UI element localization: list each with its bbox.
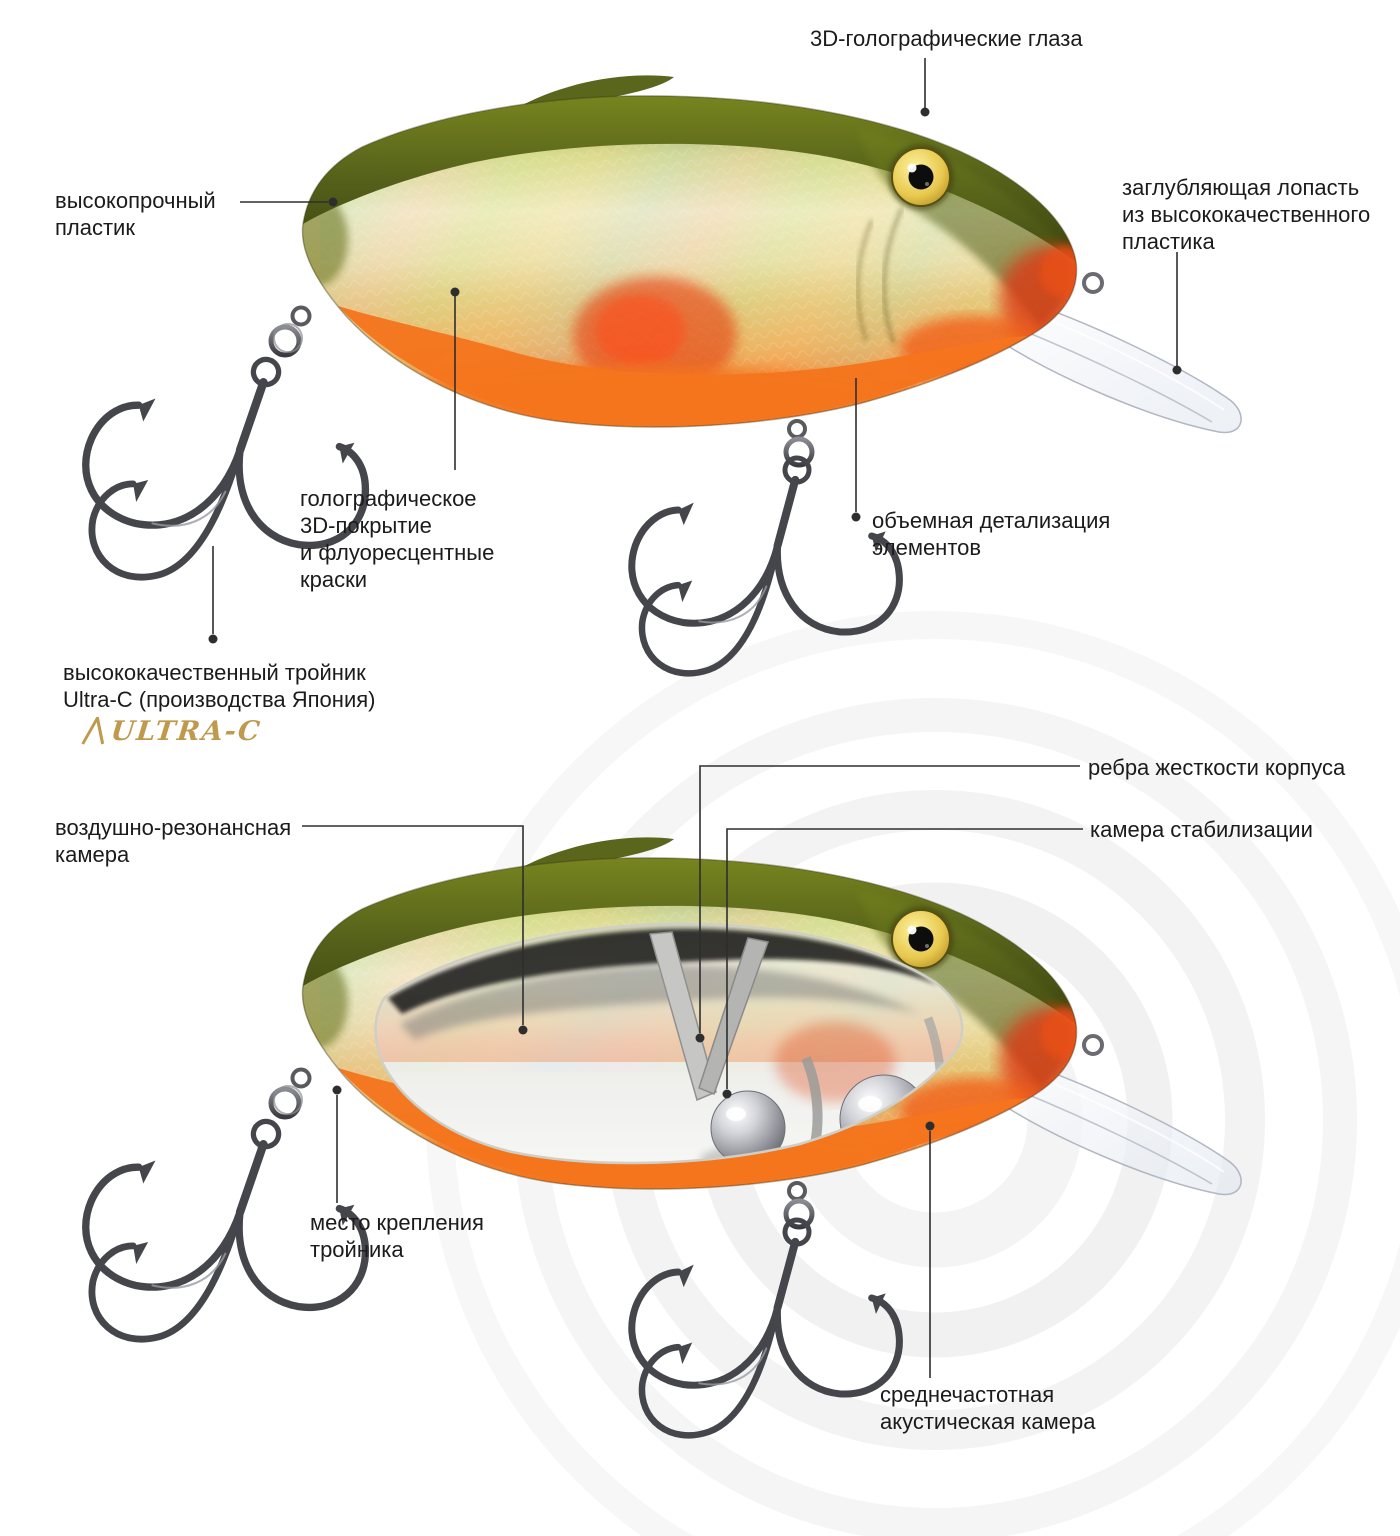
label-air-resonance-chamber: воздушно-резонансная камера [55,815,292,867]
lure-cutaway-view [60,837,1241,1469]
leader-treble-mount [332,1085,342,1203]
ultra-c-logo-text: ULTRA-C [109,716,264,747]
ultra-c-logo-mark [81,717,105,745]
label-durable-plastic: высокопрочный пластик [55,188,216,240]
leader-holo-coating [450,287,460,470]
ultra-c-logo: ULTRA-C [80,716,263,747]
leader-body-ribs [695,765,1080,1043]
label-volumetric-detailing: объемная детализация элементов [872,508,1111,560]
leader-stabilization-chamber [722,828,1083,1099]
leader-durable-plastic [240,197,338,207]
label-quality-treble: высококачественный тройник Ultra-C (прои… [63,660,376,712]
leader-quality-treble [208,546,218,644]
body-rib [649,931,717,1102]
leader-lines [208,58,1182,1378]
leader-diving-lip [1172,252,1182,375]
label-diving-lip: заглубляющая лопасть из высококачественн… [1122,175,1371,254]
leader-holographic-eyes [920,58,930,117]
leader-air-resonance-chamber [302,825,528,1035]
lure-external-view [60,75,1241,707]
label-holographic-eyes: 3D-голографические глаза [810,26,1083,51]
label-body-ribs: ребра жесткости корпуса [1088,755,1346,780]
body-rib [698,937,769,1095]
label-treble-mount: место крепления тройника [310,1210,484,1262]
label-acoustic-chamber: среднечастотная акустическая камера [880,1382,1096,1434]
leader-volumetric-detailing [851,378,861,522]
label-stabilization-chamber: камера стабилизации [1090,817,1313,842]
leader-acoustic-chamber [925,1121,935,1378]
label-holo-coating: голографическое 3D-покрытие и флуоресцен… [300,486,495,592]
